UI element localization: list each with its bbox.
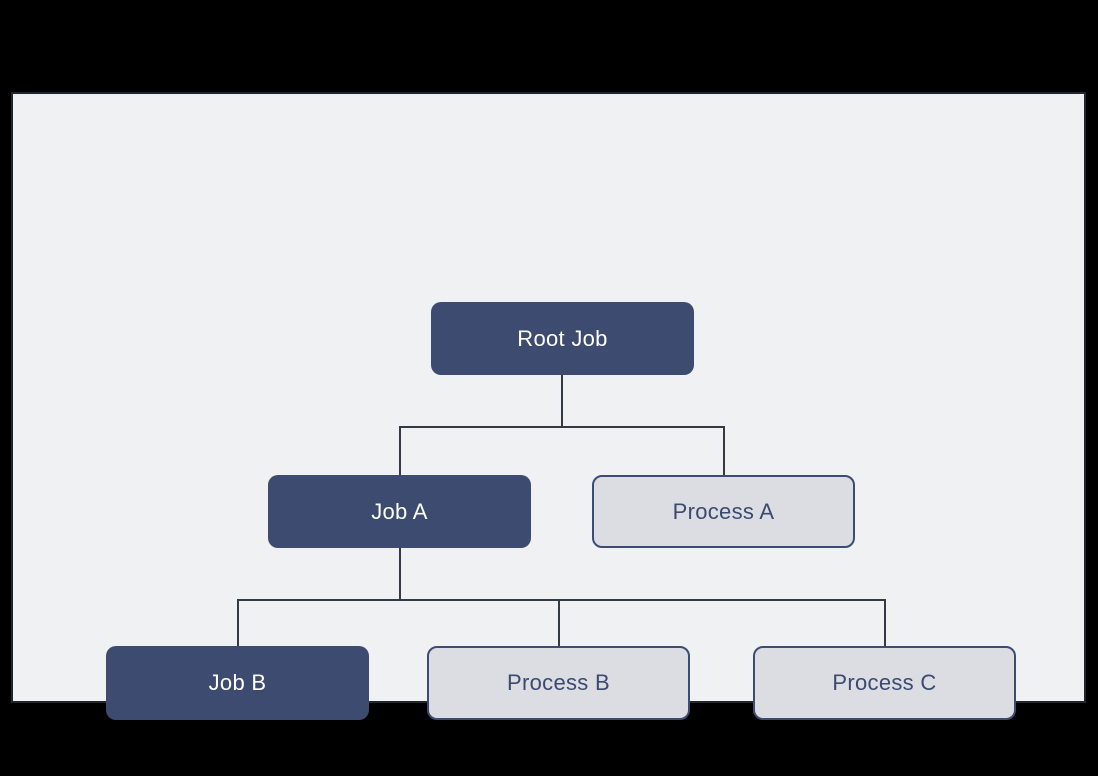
node-job-a: Job A	[268, 475, 531, 548]
connector-to-job-a	[399, 428, 401, 475]
connector-to-job-b	[237, 601, 239, 646]
node-job-a-label: Job A	[371, 498, 428, 524]
node-job-b: Job B	[106, 646, 369, 720]
connector-tier2-horizontal	[237, 599, 886, 601]
node-process-a-label: Process A	[672, 498, 775, 524]
node-process-a: Process A	[592, 475, 855, 548]
node-process-b: Process B	[427, 646, 690, 720]
connector-to-process-a	[723, 428, 725, 475]
connector-tier1-horizontal	[399, 426, 725, 428]
connector-job-a-down	[399, 548, 401, 599]
node-root-job: Root Job	[431, 302, 694, 375]
node-process-c-label: Process C	[832, 670, 937, 695]
node-root-job-label: Root Job	[517, 325, 608, 351]
connector-root-down	[561, 375, 563, 427]
connector-to-process-c	[884, 601, 886, 646]
node-job-b-label: Job B	[208, 670, 267, 695]
node-process-c: Process C	[753, 646, 1016, 720]
connector-to-process-b	[558, 601, 560, 646]
node-process-b-label: Process B	[507, 670, 610, 695]
diagram-canvas: Root Job Job A Process A Job B Process B…	[11, 92, 1086, 720]
